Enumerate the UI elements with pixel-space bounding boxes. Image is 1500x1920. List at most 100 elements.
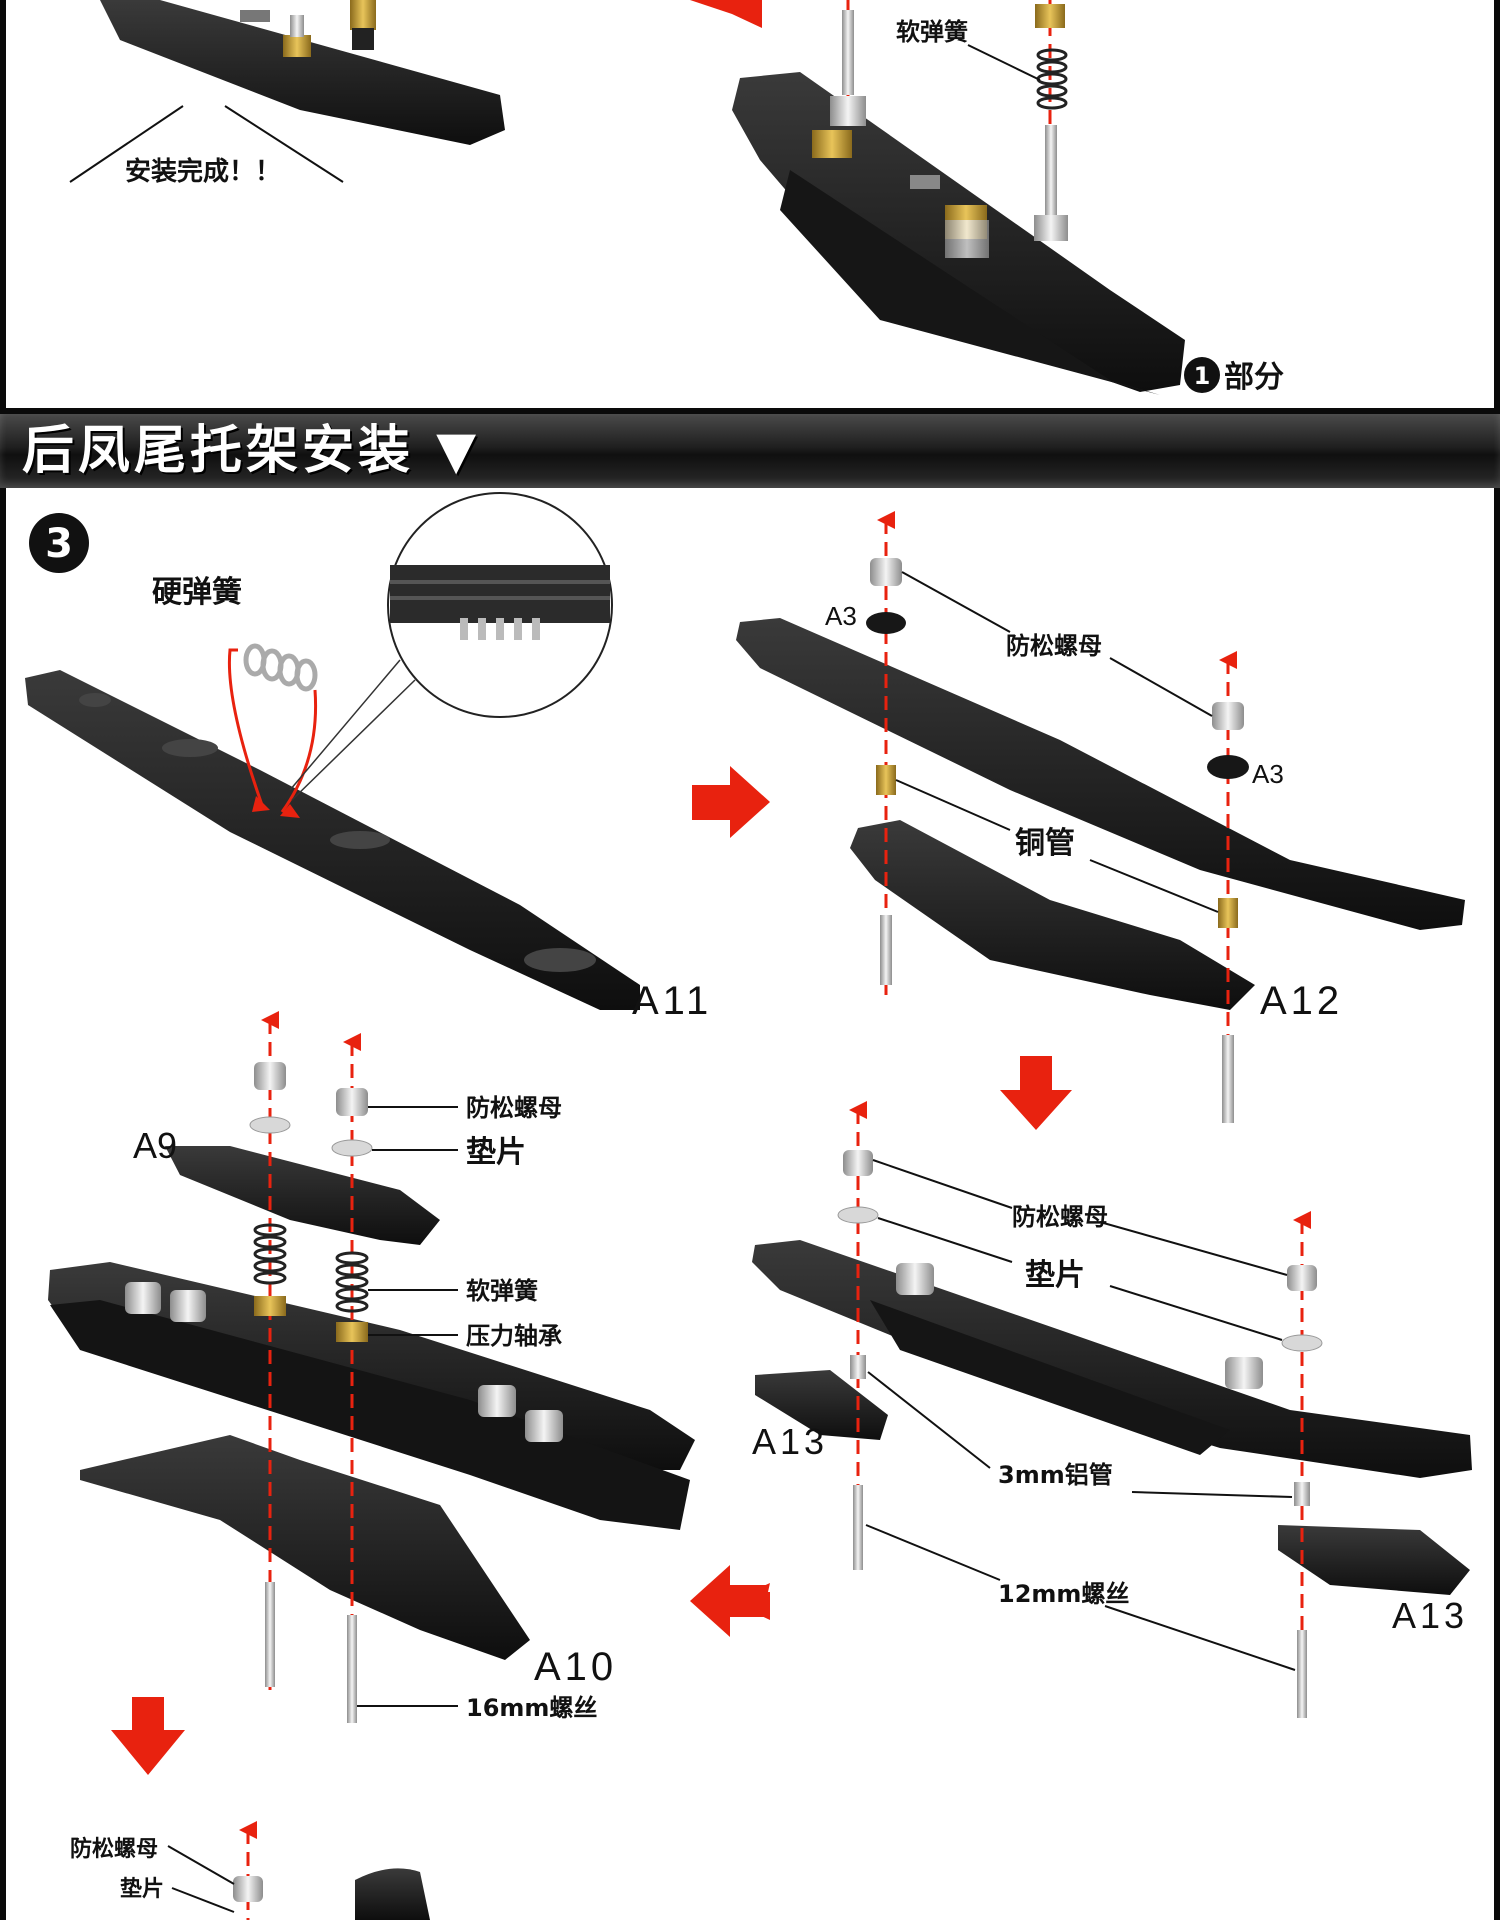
part-number-1: 1 (1194, 362, 1211, 390)
insert-arrow (252, 796, 270, 812)
a13-bracket-left (755, 1370, 888, 1440)
lock-nut (1225, 1357, 1263, 1389)
soft-spring (1036, 48, 1068, 110)
part-number-badge (1184, 357, 1220, 393)
lock-nut (525, 1410, 563, 1442)
zoom-plate (390, 565, 610, 623)
washer (837, 1206, 879, 1224)
part-label-a13-left: A13 (752, 1421, 828, 1462)
insert-path-left (227, 648, 264, 806)
part-label: 部分 (1224, 360, 1284, 395)
leader-line (1089, 859, 1219, 913)
screw-12-label: 12mm螺丝 (998, 1580, 1129, 1608)
lock-nut (843, 1150, 873, 1176)
screw (880, 915, 892, 985)
screw (1297, 1630, 1307, 1718)
leader-line (1109, 1285, 1283, 1341)
insert-arrow (280, 804, 300, 818)
brass-bearing (350, 0, 376, 30)
lock-nut (170, 1290, 206, 1322)
leader-line (967, 44, 1041, 81)
lock-nut (254, 1062, 286, 1090)
alu-tube-label: 3mm铝管 (998, 1461, 1113, 1489)
a3-label-right: A3 (1252, 759, 1284, 789)
aluminium-tube (850, 1355, 866, 1379)
soft-spring (253, 1223, 287, 1285)
carbon-plate (355, 1868, 430, 1920)
thrust-bearing (254, 1296, 286, 1316)
part-label-a12: A12 (1260, 979, 1343, 1023)
leader-line (1109, 657, 1213, 717)
leader-line (867, 1371, 991, 1469)
red-arrow-down (111, 1697, 185, 1775)
soft-spring (335, 1251, 369, 1313)
top-left-assembly: 安装完成！！ (69, 0, 505, 187)
aluminium-tube (1294, 1482, 1310, 1506)
hard-spring-label: 硬弹簧 (152, 575, 242, 610)
zoom-leader (289, 659, 401, 791)
hard-spring (243, 643, 318, 692)
soft-spring-label-top: 软弹簧 (896, 18, 968, 46)
screw (842, 10, 854, 95)
part-label-a13-right: A13 (1392, 1595, 1468, 1636)
red-arrow-down (1000, 1056, 1072, 1130)
stage-a11: 硬弹簧 A11 (25, 492, 708, 1023)
leader-line (877, 1217, 1013, 1263)
section-title: 后凤尾托架安装 ▼ (22, 422, 480, 480)
screw (1045, 125, 1057, 220)
install-complete-label: 安装完成！！ (125, 156, 281, 187)
lock-nut (1212, 702, 1244, 730)
top-right-assembly: 软弹簧 1 部分 (732, 0, 1284, 395)
washer (1281, 1334, 1323, 1352)
leader-line (167, 1845, 235, 1885)
thrust-bearing-label: 压力轴承 (466, 1322, 562, 1350)
thrust-bearing (336, 1322, 368, 1342)
carbon-plate-a10 (80, 1435, 530, 1660)
copper-tube-label: 铜管 (1015, 826, 1075, 861)
carbon-plate-lower (870, 1300, 1230, 1455)
washer-label-d: 垫片 (120, 1876, 164, 1902)
stage-a13: 防松螺母 垫片 3mm铝管 12mm螺丝 A13 A13 (752, 1101, 1472, 1718)
leader-line (901, 571, 1011, 633)
copper-tube (1218, 898, 1238, 928)
locknut-label-b: 防松螺母 (466, 1094, 562, 1122)
washer (249, 1116, 291, 1134)
washer (331, 1139, 373, 1157)
leader-line (69, 105, 184, 183)
stage-final-partial: 防松螺母 垫片 (70, 1821, 430, 1920)
copper-tube (876, 765, 896, 795)
leader-line (1099, 1221, 1288, 1276)
lock-nut (896, 1263, 934, 1295)
zoom-plate-stripe (390, 580, 610, 584)
red-arrow-left (690, 1565, 768, 1637)
washer-label-b: 垫片 (466, 1135, 526, 1170)
brass-bearing (283, 35, 311, 57)
lock-nut (830, 96, 866, 126)
lock-nut (1034, 215, 1068, 241)
part-label-a9: A9 (133, 1125, 177, 1166)
a3-spacer (1207, 755, 1249, 779)
lock-nut (125, 1282, 161, 1314)
step-number: 3 (45, 521, 73, 567)
leader-line (1104, 1605, 1296, 1671)
brass-bearing (812, 130, 852, 158)
part-label-a10: A10 (534, 1645, 617, 1689)
leader-line (224, 105, 344, 183)
lock-nut (478, 1385, 516, 1417)
brass-bearing (1035, 4, 1065, 28)
lock-nut (336, 1088, 368, 1116)
lock-nut (945, 220, 989, 258)
leader-line (872, 1159, 1013, 1209)
carbon-plate (752, 1240, 1472, 1478)
locknut-label-a: 防松螺母 (1006, 632, 1102, 660)
lock-nut (233, 1876, 263, 1902)
zoom-leader (291, 679, 416, 801)
zoom-plate-stripe (390, 596, 610, 600)
carbon-plate-a12 (850, 820, 1255, 1010)
red-arrow-left (690, 0, 762, 28)
triangle-down-icon: ▼ (436, 421, 481, 481)
soft-spring-label-b: 软弹簧 (466, 1277, 538, 1305)
plate-hole (79, 693, 111, 707)
carbon-plate-upper (736, 618, 1465, 930)
stage-a9-a10: 防松螺母 垫片 软弹簧 压力轴承 16mm螺丝 A9 A10 (48, 1011, 695, 1723)
